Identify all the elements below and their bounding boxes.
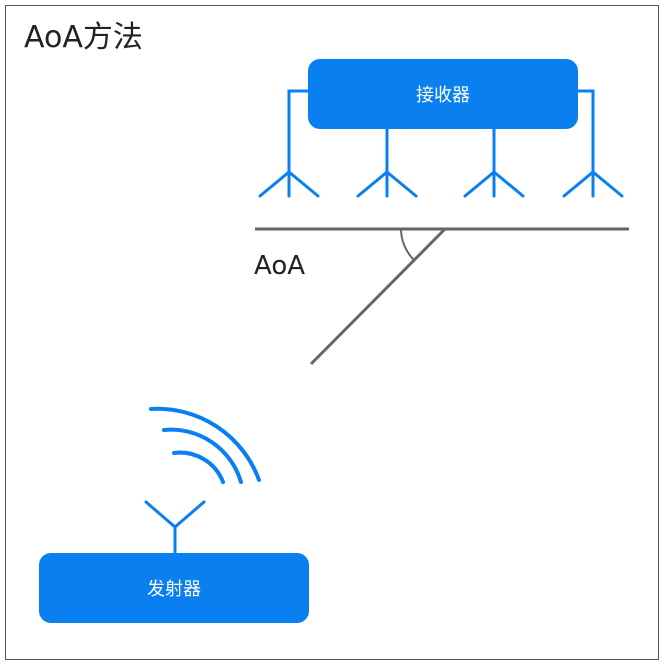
signal-waves-icon bbox=[149, 406, 261, 484]
angle-arc bbox=[400, 228, 415, 261]
receiver-antenna-icon bbox=[258, 89, 320, 198]
incident-signal-line bbox=[309, 227, 447, 366]
transmitter-box: 发射器 bbox=[39, 553, 309, 623]
angle-label: AoA bbox=[254, 251, 306, 281]
receiver-box: 接收器 bbox=[308, 59, 578, 129]
receiver-antenna-icon bbox=[356, 127, 418, 198]
receiver-label: 接收器 bbox=[416, 85, 470, 106]
diagram-frame bbox=[5, 5, 659, 660]
transmitter-antenna-icon bbox=[144, 500, 206, 555]
receiver-antenna-icon bbox=[463, 127, 525, 198]
transmitter-label: 发射器 bbox=[147, 579, 201, 600]
diagram-title: AoA方法 bbox=[24, 20, 143, 55]
receiver-antenna-array bbox=[258, 89, 624, 198]
receiver-antenna-icon bbox=[562, 89, 624, 198]
